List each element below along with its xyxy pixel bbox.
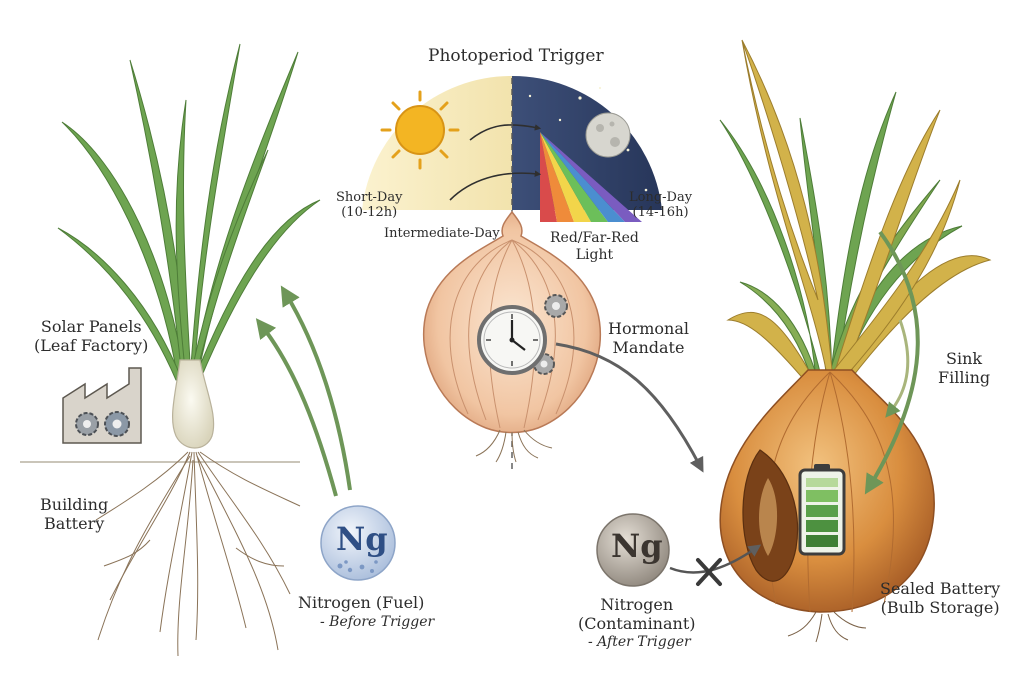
day-to-night-arrow	[469, 124, 542, 141]
left-onion-plant	[20, 43, 396, 657]
left-bulb	[171, 359, 215, 449]
title-photoperiod-trigger: Photoperiod Trigger	[428, 46, 604, 66]
clock-icon	[477, 305, 547, 375]
sun-icon	[380, 90, 460, 170]
right-onion-plant	[596, 39, 992, 643]
nitrogen-uptake-arrow	[255, 318, 338, 497]
nitrogen-icon	[320, 505, 396, 581]
label-sink-filling: Sink Filling	[938, 349, 991, 387]
label-intermediate-day: Intermediate-Day	[384, 226, 500, 241]
hormonal-signal-arrow	[555, 342, 704, 473]
nitrogen-contaminant-symbol: Ng	[611, 527, 663, 565]
left-roots	[95, 451, 301, 657]
sink-filling-arrow	[864, 230, 920, 495]
label-short-day: Short-Day (10-12h)	[336, 190, 403, 221]
battery-icon	[798, 464, 846, 556]
label-hormonal-mandate: Hormonal Mandate	[608, 319, 689, 357]
gear-icon	[104, 411, 130, 437]
label-solar-panels: Solar Panels (Leaf Factory)	[34, 317, 149, 355]
nitrogen-fuel-symbol: Ng	[336, 520, 388, 558]
gear-icon	[544, 294, 568, 318]
blocked-nitrogen-arrow	[669, 544, 762, 574]
middle-onion	[422, 210, 704, 473]
spectrum-wedge	[540, 132, 642, 222]
sink-filling-arrow	[885, 319, 910, 418]
label-long-day: Long-Day (14-16h)	[629, 190, 693, 221]
label-nitrogen-contaminant: Nitrogen (Contaminant)	[578, 595, 696, 633]
label-after-trigger: - After Trigger	[588, 634, 691, 650]
moon-icon	[585, 112, 631, 158]
label-red-far-red-light: Red/Far-Red Light	[550, 230, 639, 263]
nitrogen-uptake-arrow	[280, 285, 352, 491]
label-sealed-battery: Sealed Battery (Bulb Storage)	[880, 579, 1001, 617]
left-leaves	[57, 43, 321, 381]
photoperiod-dial	[362, 75, 662, 470]
nitrogen-icon	[596, 513, 670, 587]
stars	[528, 86, 648, 192]
label-building-battery: Building Battery	[40, 495, 109, 533]
day-to-night-arrow	[449, 170, 542, 201]
blocked-x-icon	[696, 558, 722, 586]
label-before-trigger: - Before Trigger	[320, 614, 435, 630]
factory-icon	[62, 367, 142, 444]
gear-icon	[75, 412, 99, 436]
label-nitrogen-fuel: Nitrogen (Fuel)	[298, 593, 425, 612]
